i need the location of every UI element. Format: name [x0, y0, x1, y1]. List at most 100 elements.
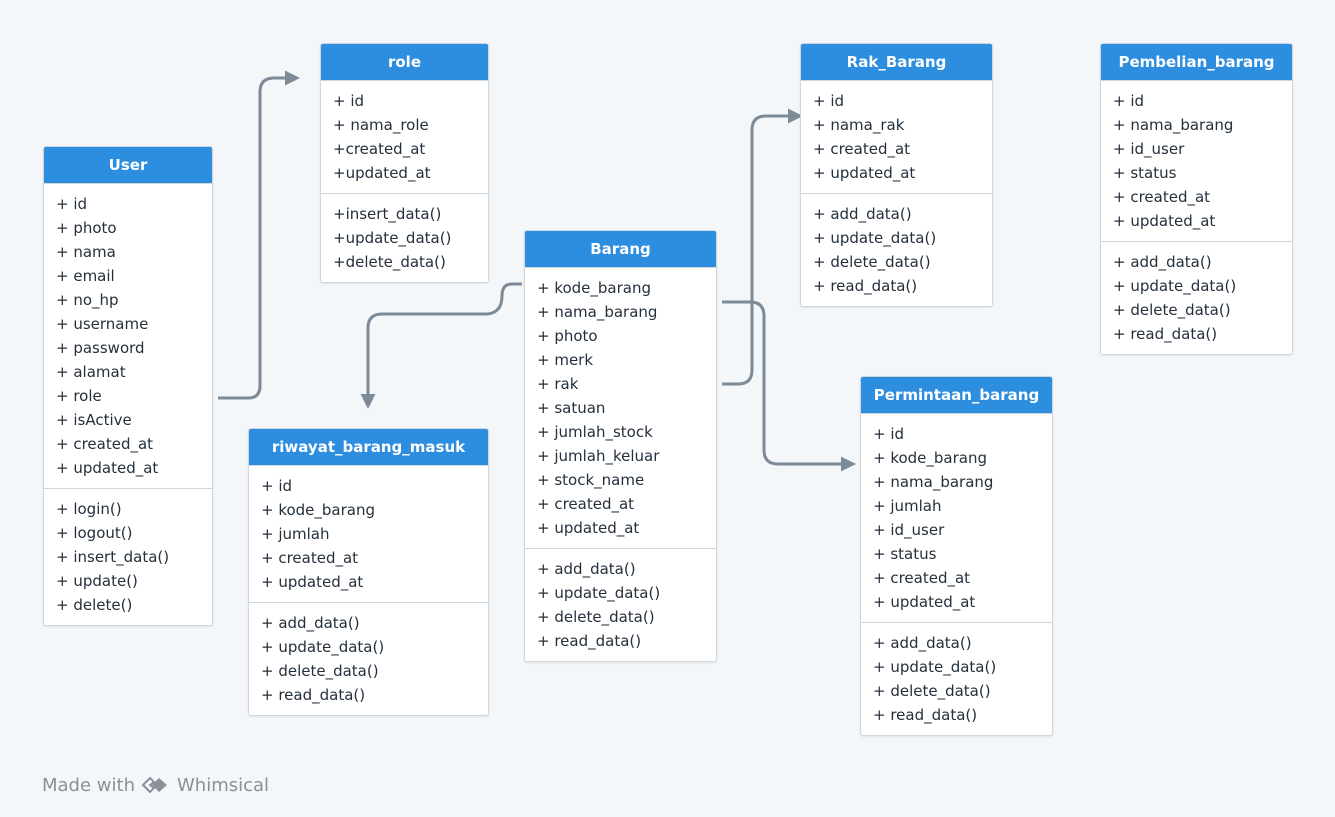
attribute-row: + updated_at — [873, 593, 976, 611]
attribute-row: + id — [333, 92, 365, 110]
method-row: + update_data() — [1113, 277, 1237, 295]
attribute-row: + rak — [537, 375, 579, 393]
attribute-row: + id — [261, 477, 293, 495]
attributes-section: + id+ kode_barang+ jumlah+ created_at+ u… — [249, 465, 488, 602]
attribute-row: + id_user — [873, 521, 945, 539]
connector-barang-to-rak — [722, 108, 803, 386]
method-row: + logout() — [56, 524, 133, 542]
method-row: + update() — [56, 572, 138, 590]
uml-class-user[interactable]: User + id+ photo+ nama+ email+ no_hp+ us… — [43, 146, 213, 626]
made-with-whimsical[interactable]: Made with Whimsical — [42, 770, 269, 800]
attributes-section: + id+ nama_barang+ id_user+ status+ crea… — [1101, 80, 1292, 241]
method-row: + add_data() — [537, 560, 636, 578]
attribute-row: + updated_at — [56, 459, 159, 477]
attribute-row: + id — [813, 92, 845, 110]
method-row: + delete() — [56, 596, 133, 614]
method-row: + delete_data() — [873, 682, 991, 700]
method-row: + delete_data() — [261, 662, 379, 680]
attribute-row: + created_at — [873, 569, 971, 587]
attribute-row: + kode_barang — [261, 501, 376, 519]
attribute-row: + kode_barang — [537, 279, 652, 297]
uml-class-rak-barang[interactable]: Rak_Barang + id + nama_rak + created_at + u… — [800, 43, 993, 307]
uml-class-barang[interactable]: Barang + kode_barang + nama_barang + photo… — [524, 230, 717, 662]
attribute-row: + kode_barang — [873, 449, 988, 467]
attributes-section: + id+ nama_role+created_at+updated_at — [321, 80, 488, 193]
methods-section: + add_data() + update_data() + delete_data… — [801, 193, 992, 306]
attribute-row: + email — [56, 267, 115, 285]
attribute-row: + id — [873, 425, 905, 443]
class-title: riwayat_barang_masuk — [249, 429, 488, 465]
attribute-row: + status — [1113, 164, 1177, 182]
method-row: + read_data() — [1113, 325, 1218, 343]
attribute-row: + alamat — [56, 363, 126, 381]
method-row: + delete_data() — [537, 608, 655, 626]
class-title: Pembelian_barang — [1101, 44, 1292, 80]
method-row: + add_data() — [873, 634, 972, 652]
methods-section: + add_data()+ update_data()+ delete_data… — [861, 622, 1052, 735]
attribute-row: + updated_at — [261, 573, 364, 591]
attribute-row: + created_at — [1113, 188, 1211, 206]
attribute-row: + id_user — [1113, 140, 1185, 158]
attribute-row: + updated_at — [1113, 212, 1216, 230]
method-row: + add_data() — [813, 205, 912, 223]
method-row: + delete_data() — [813, 253, 931, 271]
attribute-row: + nama_rak — [813, 116, 905, 134]
attribute-row: +created_at — [333, 140, 426, 158]
uml-class-pembelian-barang[interactable]: Pembelian_barang + id+ nama_barang+ id_u… — [1100, 43, 1293, 355]
attribute-row: + photo — [56, 219, 117, 237]
method-row: + update_data() — [813, 229, 937, 247]
class-title: Permintaan_barang — [861, 377, 1052, 413]
uml-class-permintaan-barang[interactable]: Permintaan_barang + id + kode_barang + nam… — [860, 376, 1053, 736]
methods-section: +insert_data() +update_data() +delete_data… — [321, 193, 488, 282]
method-row: + update_data() — [537, 584, 661, 602]
attribute-row: +updated_at — [333, 164, 431, 182]
attribute-row: + photo — [537, 327, 598, 345]
uml-class-role[interactable]: role + id+ nama_role+created_at+updated_… — [320, 43, 489, 283]
attributes-section: + id + kode_barang + nama_barang + jumlah + … — [861, 413, 1052, 622]
attribute-row: + jumlah — [873, 497, 942, 515]
method-row: + insert_data() — [56, 548, 170, 566]
class-title: Barang — [525, 231, 716, 267]
attribute-row: + role — [56, 387, 102, 405]
attribute-row: + id — [1113, 92, 1145, 110]
attribute-row: + nama_barang — [873, 473, 994, 491]
attribute-row: + created_at — [813, 140, 911, 158]
attribute-row: + created_at — [537, 495, 635, 513]
attribute-row: + jumlah_keluar — [537, 447, 660, 465]
methods-section: + add_data() + update_data() + delete_data… — [249, 602, 488, 715]
whimsical-brand-label: Whimsical — [176, 774, 270, 796]
attribute-row: + created_at — [56, 435, 154, 453]
attribute-row: + isActive — [56, 411, 132, 429]
attribute-row: + satuan — [537, 399, 606, 417]
method-row: + read_data() — [873, 706, 978, 724]
attribute-row: + no_hp — [56, 291, 119, 309]
class-title: role — [321, 44, 488, 80]
method-row: + update_data() — [261, 638, 385, 656]
class-title: Rak_Barang — [801, 44, 992, 80]
connector-user-to-role — [218, 70, 300, 400]
method-row: + delete_data() — [1113, 301, 1231, 319]
method-row: + read_data() — [813, 277, 918, 295]
attribute-row: + username — [56, 315, 149, 333]
method-row: + login() — [56, 500, 122, 518]
attribute-row: + password — [56, 339, 145, 357]
attribute-row: + nama — [56, 243, 116, 261]
attribute-row: + stock_name — [537, 471, 645, 489]
method-row: + add_data() — [261, 614, 360, 632]
attributes-section: + id + photo + nama + email + no_hp + usernam… — [44, 183, 212, 488]
method-row: +insert_data() — [333, 205, 442, 223]
whimsical-logo-icon — [141, 776, 167, 794]
attribute-row: + jumlah — [261, 525, 330, 543]
methods-section: + add_data() + update_data() + delete_data… — [1101, 241, 1292, 354]
method-row: +delete_data() — [333, 253, 446, 271]
method-row: + add_data() — [1113, 253, 1212, 271]
attribute-row: + id — [56, 195, 88, 213]
attribute-row: + jumlah_stock — [537, 423, 653, 441]
method-row: +update_data() — [333, 229, 452, 247]
attribute-row: + nama_barang — [537, 303, 658, 321]
uml-class-riwayat-barang-masuk[interactable]: riwayat_barang_masuk + id + kode_barang + … — [248, 428, 489, 716]
methods-section: + add_data() + update_data() + delete_data… — [525, 548, 716, 661]
connector-barang-to-riwayat — [360, 282, 522, 409]
attributes-section: + id+ nama_rak+ created_at+ updated_at — [801, 80, 992, 193]
attribute-row: + merk — [537, 351, 594, 369]
